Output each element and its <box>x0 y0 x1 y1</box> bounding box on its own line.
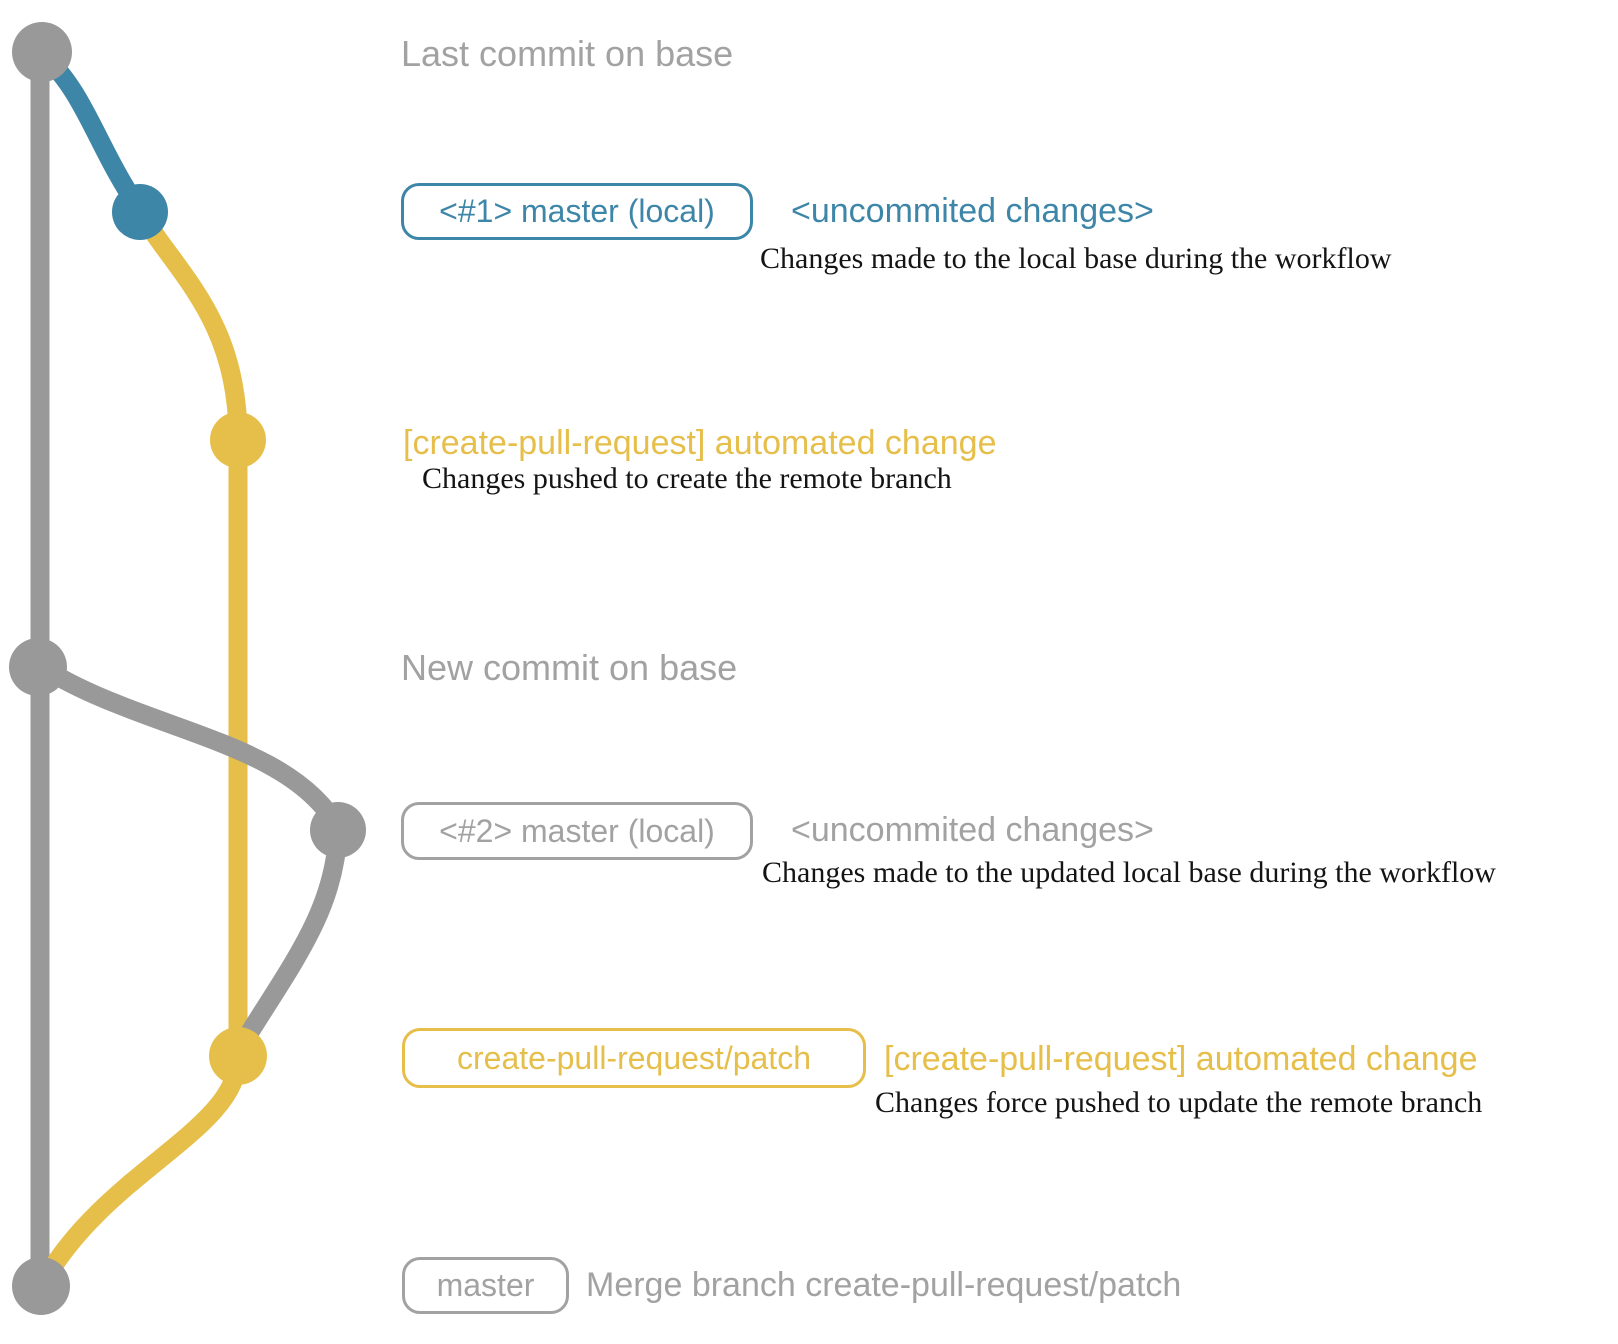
commit-message-automated-change-1: [create-pull-request] automated change <box>403 424 997 462</box>
commit-dot-automated-change-2 <box>209 1027 267 1085</box>
commit-message-uncommited-changes-2: <uncommited changes> <box>791 811 1154 849</box>
gray-branch-curve-out <box>32 657 348 838</box>
description-local-base-changes: Changes made to the local base during th… <box>760 242 1392 275</box>
gray-branch-curve-in <box>230 821 348 1058</box>
yellow-branch-curve <box>131 204 248 448</box>
branch-badge-label: master <box>436 1267 535 1303</box>
branch-badge-create-pull-request-patch: create-pull-request/patch <box>402 1028 866 1088</box>
branch-badge-master-local-1: <#1> master (local) <box>401 183 753 240</box>
commit-dot-uncommited-changes-1 <box>112 184 168 240</box>
commit-dot-new-commit-on-base <box>9 638 67 696</box>
description-push-remote-branch: Changes pushed to create the remote bran… <box>422 462 952 495</box>
heading-new-commit-on-base: New commit on base <box>401 647 738 688</box>
commit-message-uncommited-changes-1: <uncommited changes> <box>791 192 1154 230</box>
yellow-merge-curve <box>33 1048 248 1293</box>
description-force-push-remote-branch: Changes force pushed to update the remot… <box>875 1086 1483 1119</box>
blue-branch-curve <box>34 46 150 220</box>
branch-badge-label: <#1> master (local) <box>439 193 715 229</box>
commit-dot-last-commit-on-base <box>12 22 72 82</box>
branch-badge-label: <#2> master (local) <box>439 812 715 849</box>
commit-dot-automated-change-1 <box>210 412 266 468</box>
branch-badge-label: create-pull-request/patch <box>457 1039 811 1076</box>
description-updated-local-base-changes: Changes made to the updated local base d… <box>762 856 1496 889</box>
commit-dot-uncommited-changes-2 <box>310 802 366 858</box>
branch-badge-master: master <box>402 1257 569 1314</box>
heading-last-commit-on-base: Last commit on base <box>401 33 734 74</box>
git-graph <box>9 22 366 1315</box>
commit-dot-merge-commit <box>12 1257 70 1315</box>
branch-badge-master-local-2: <#2> master (local) <box>401 802 753 860</box>
commit-message-automated-change-2: [create-pull-request] automated change <box>884 1040 1478 1078</box>
commit-message-merge-branch: Merge branch create-pull-request/patch <box>586 1266 1182 1304</box>
